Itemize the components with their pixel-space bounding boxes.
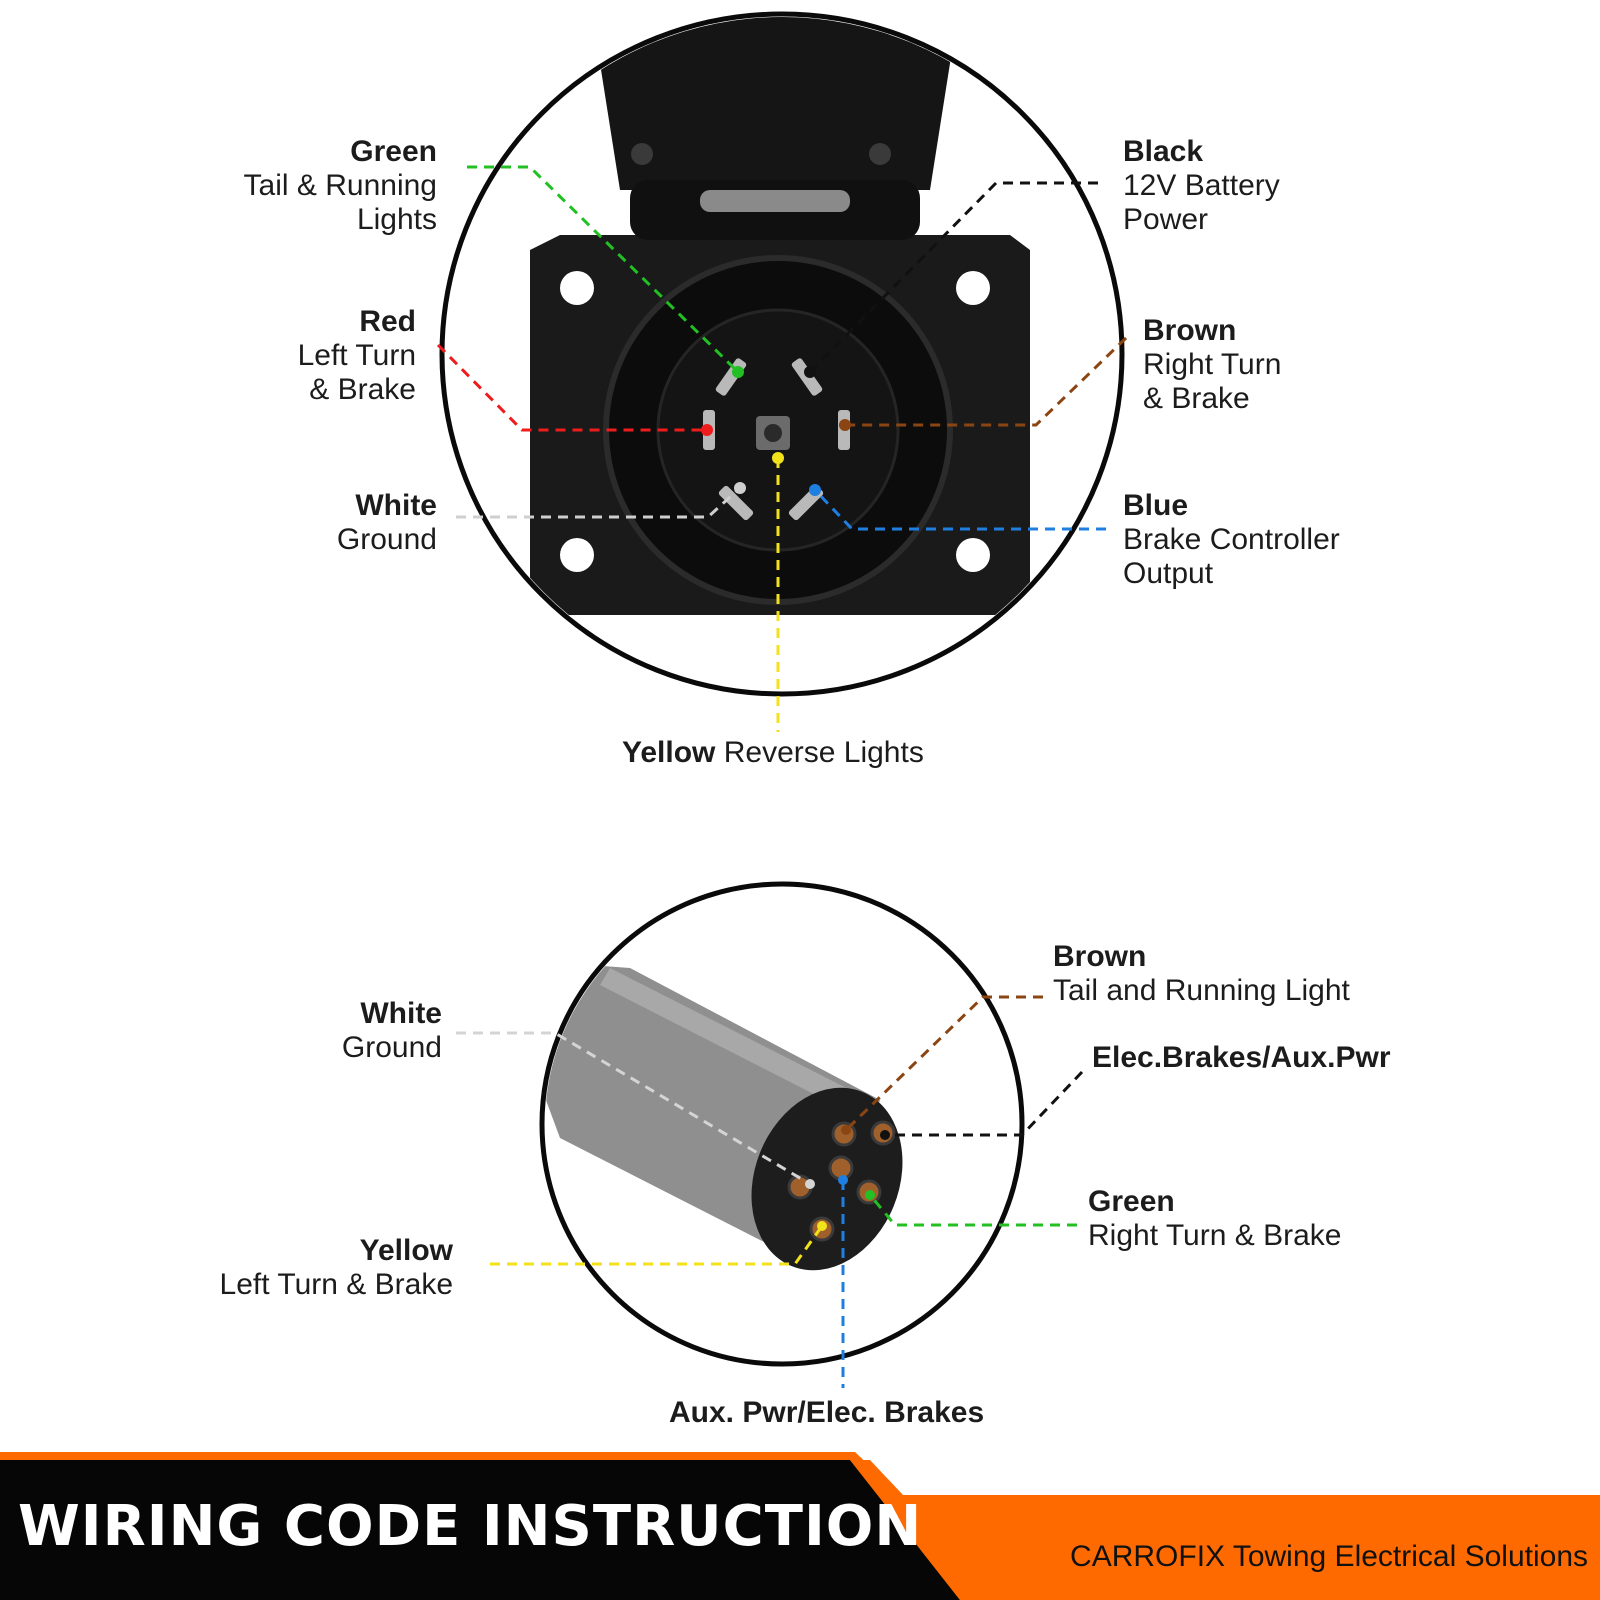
label-7pin-yellow: Yellow Reverse Lights [622,736,924,770]
mount-hole [956,538,990,572]
label-title: Yellow [622,736,716,769]
label-7pin-white: White Ground [337,489,437,557]
label-title: Elec.Brakes/Aux.Pwr [1092,1041,1391,1074]
leader-brown [845,336,1128,427]
label-7pin-brown: Brown Right Turn & Brake [1143,314,1281,416]
mount-hole [560,271,594,305]
label-desc: & Brake [1143,382,1250,415]
label-desc: & Brake [309,373,416,406]
label-title: White [355,489,437,522]
label-7pin-blue: Blue Brake Controller Output [1123,489,1340,591]
label-desc: Power [1123,203,1209,236]
leader-white-6 [456,1031,811,1186]
label-desc: Ground [336,523,437,556]
label-title: Red [359,305,416,338]
label-desc: 12V Battery [1123,169,1280,202]
label-title: Brown [1053,940,1147,973]
label-title: Black [1123,135,1204,168]
label-7pin-black: Black 12V Battery Power [1123,135,1280,237]
label-6pin-aux-top: Elec.Brakes/Aux.Pwr [1092,1041,1391,1075]
footer-banner [0,1452,1600,1600]
label-desc: Output [1123,557,1214,590]
label-desc: Left Turn [297,339,416,372]
label-6pin-yellow: Yellow Left Turn & Brake [220,1234,453,1302]
leader-green-6 [868,1194,1077,1227]
label-6pin-aux-bottom: Aux. Pwr/Elec. Brakes [669,1396,984,1430]
label-6pin-green: Green Right Turn & Brake [1088,1185,1341,1253]
label-title: Yellow [359,1234,453,1267]
mount-hole [956,271,990,305]
label-title: Green [350,135,437,168]
seven-pin-socket [436,11,1128,732]
hinge-spring [700,190,850,212]
label-6pin-white: White Ground [342,997,442,1065]
leader-black-6 [885,1070,1084,1137]
label-desc: Left Turn & Brake [219,1268,453,1301]
label-title: Green [1088,1185,1175,1218]
label-desc: Right Turn & Brake [1088,1219,1342,1252]
leader-blue [813,488,1106,531]
leader-red [436,343,707,432]
banner-title: WIRING CODE INSTRUCTION [18,1494,923,1559]
label-desc: Brake Controller [1123,523,1340,556]
label-7pin-red: Red Left Turn & Brake [298,305,416,407]
leader-brown-6 [844,995,1043,1132]
label-title: White [360,997,442,1030]
label-7pin-green: Green Tail & Running Lights [244,135,437,237]
label-6pin-brown: Brown Tail and Running Light [1053,940,1350,1008]
plug-face [751,1087,903,1271]
mount-hole [560,538,594,572]
pin-white [718,485,754,521]
socket-lid [590,17,960,190]
six-pin-plug [456,881,1084,1388]
leader-white [456,486,742,519]
leader-green [467,165,740,374]
label-title: Aux. Pwr/Elec. Brakes [669,1396,985,1429]
label-desc: Ground [341,1031,442,1064]
label-desc: Right Turn [1143,348,1282,381]
label-title: Brown [1143,314,1237,347]
label-desc: Tail & Running [243,169,437,202]
label-desc: Tail and Running Light [1053,974,1350,1007]
leader-black [808,181,1098,374]
banner-subtitle: CARROFIX Towing Electrical Solutions [1070,1540,1588,1573]
label-title: Blue [1123,489,1189,522]
label-desc: Lights [356,203,437,236]
banner-black-band [0,1460,960,1600]
label-desc: Reverse Lights [723,736,924,769]
